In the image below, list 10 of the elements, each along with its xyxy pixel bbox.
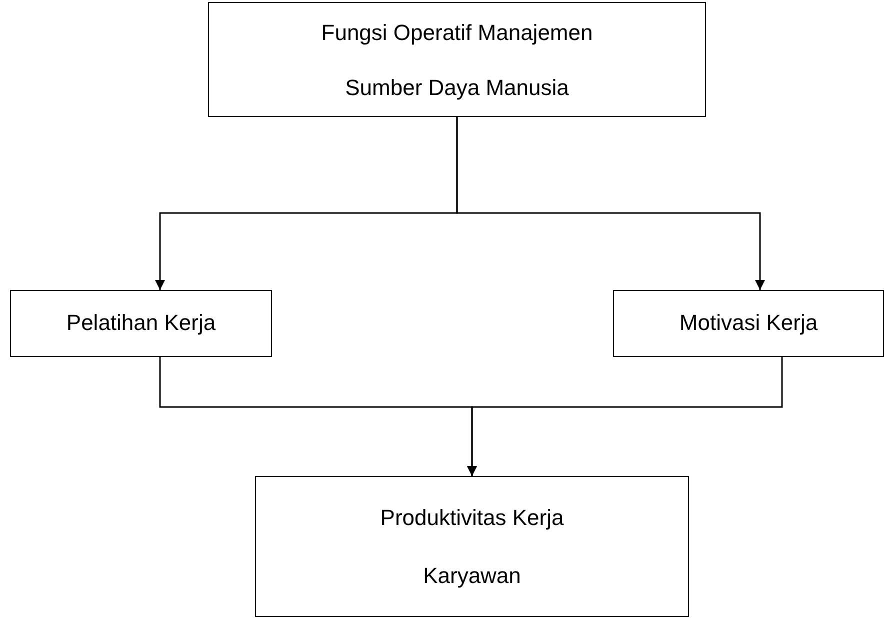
process-box — [10, 290, 272, 357]
process-box — [613, 290, 884, 357]
node-label: Fungsi Operatif Manajemen Sumber Daya Manusia — [320, 18, 594, 102]
result-box — [255, 476, 689, 617]
node-label: Pelatihan Kerja — [66, 310, 216, 337]
node-label: Motivasi Kerja — [679, 310, 818, 337]
node-label: Produktivitas Kerja Karyawan — [379, 504, 565, 590]
process-box — [208, 2, 706, 117]
connector-arrow — [456, 117, 765, 290]
connector-arrow — [467, 357, 783, 476]
